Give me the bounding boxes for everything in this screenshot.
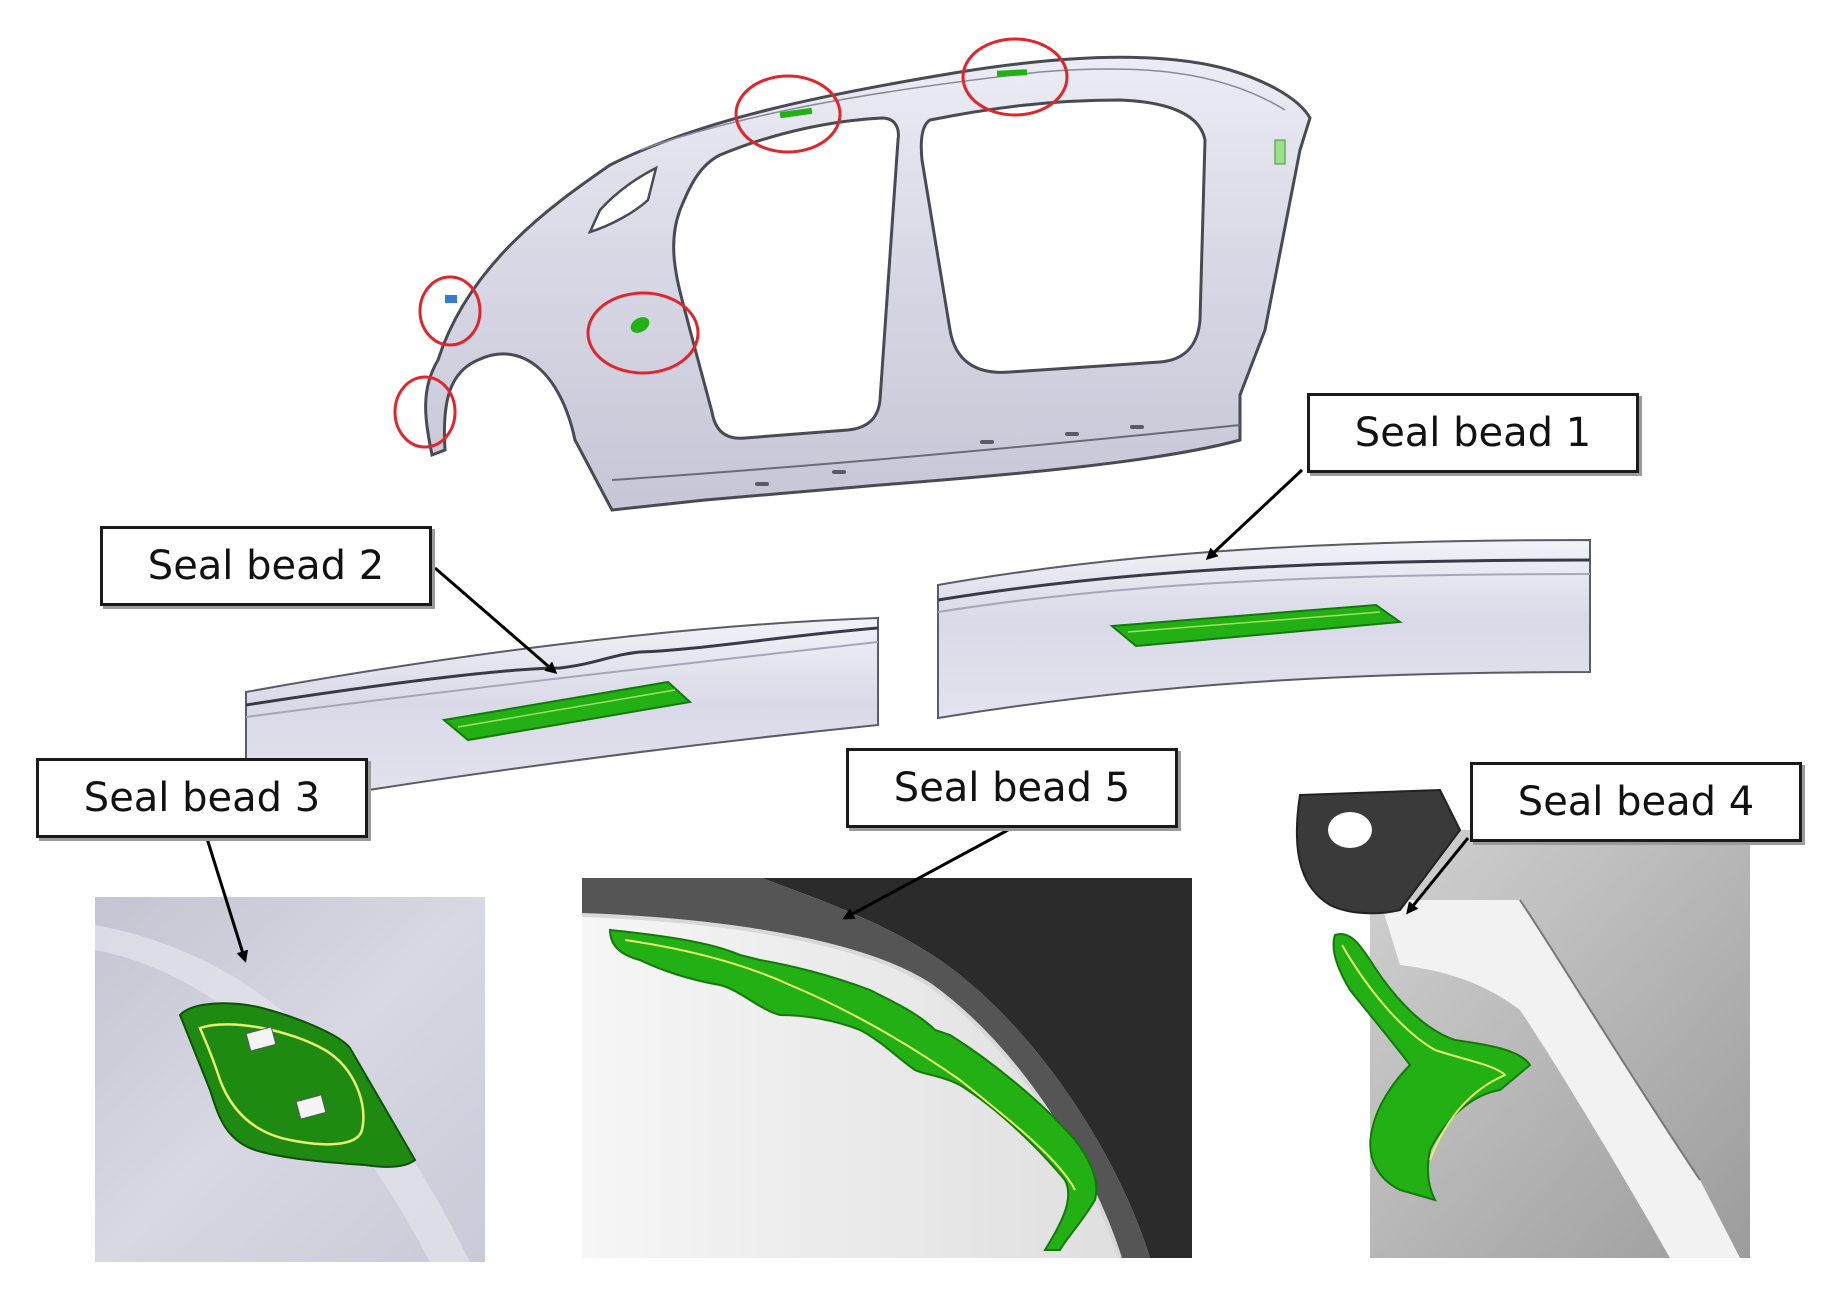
seal-mark-wheelarch	[630, 317, 650, 333]
detail-4	[1295, 788, 1750, 1258]
detail-5	[581, 878, 1192, 1259]
callout-seal-bead-4: Seal bead 4	[1470, 762, 1802, 842]
seal-bead-3-shape	[178, 1002, 417, 1168]
highlight-circle-roof-front	[961, 37, 1069, 117]
quarter-window	[587, 165, 658, 235]
callout-seal-bead-1: Seal bead 1	[1307, 393, 1639, 473]
callout-seal-bead-1-label: Seal bead 1	[1354, 410, 1592, 456]
arrow-seal-bead-3	[203, 831, 249, 963]
highlight-circle-rear-upper	[418, 275, 482, 347]
seal-bead-3-hole-1	[245, 1026, 277, 1052]
seal-bead-3-hole-2	[295, 1094, 327, 1120]
roof-strip-2-edge	[245, 626, 879, 707]
callout-arrows	[203, 468, 1470, 963]
arrow-seal-bead-4	[1406, 837, 1470, 915]
detail-4-bracket-hole	[1328, 812, 1372, 848]
roof-strip-1-edge	[937, 558, 1591, 602]
highlight-circles	[393, 37, 1069, 449]
roof-strip-1-flange	[937, 573, 1591, 613]
arrow-seal-bead-1	[1205, 468, 1304, 561]
seal-mark-roof-rear	[779, 107, 813, 119]
roof-strip-1	[937, 538, 1591, 720]
seal-bead-5-shape	[608, 928, 1098, 1251]
seal-mark-rear-upper	[445, 295, 457, 303]
callout-seal-bead-5: Seal bead 5	[846, 748, 1178, 828]
callout-seal-bead-3-label: Seal bead 3	[83, 775, 321, 821]
body-side-panel	[424, 55, 1312, 512]
callout-seal-bead-2-label: Seal bead 2	[147, 543, 385, 589]
seal-bead-4-centerline	[1341, 944, 1507, 1161]
arrow-seal-bead-5	[842, 828, 1009, 920]
front-door-opening	[919, 98, 1207, 374]
highlight-circle-rear-lower	[393, 375, 457, 449]
seal-bead-2-centerline	[457, 689, 676, 728]
callout-seal-bead-4-label: Seal bead 4	[1517, 779, 1755, 825]
seal-bead-3-centerline	[198, 1023, 365, 1146]
roof-strip-2-flange	[245, 641, 879, 718]
highlight-circle-roof-rear	[734, 74, 842, 154]
seal-bead-1-shape	[1109, 603, 1403, 648]
detail-5-dark-panel	[762, 878, 1192, 1258]
seal-bead-2-shape	[441, 680, 693, 742]
arrow-seal-bead-2	[434, 566, 558, 674]
callout-seal-bead-3: Seal bead 3	[36, 758, 368, 838]
roof-strip-2	[245, 616, 879, 812]
rocker-slots	[755, 425, 1144, 486]
callout-seal-bead-5-label: Seal bead 5	[893, 765, 1131, 811]
rocker-line	[611, 424, 1241, 481]
seal-mark-roof-front	[996, 69, 1028, 77]
detail-3	[95, 897, 485, 1262]
detail-4-pillar-edge	[1519, 899, 1701, 1181]
rear-clip	[1274, 139, 1286, 165]
detail-4-white-pillar	[1380, 900, 1740, 1258]
callout-seal-bead-2: Seal bead 2	[100, 526, 432, 606]
rear-door-opening	[672, 116, 900, 440]
highlight-circle-wheelarch	[586, 291, 700, 375]
detail-3-sheen	[95, 925, 470, 1262]
seal-bead-1-centerline	[1127, 611, 1381, 633]
seal-bead-4-shape	[1332, 933, 1532, 1202]
seal-bead-5-centerline	[624, 939, 1076, 1191]
